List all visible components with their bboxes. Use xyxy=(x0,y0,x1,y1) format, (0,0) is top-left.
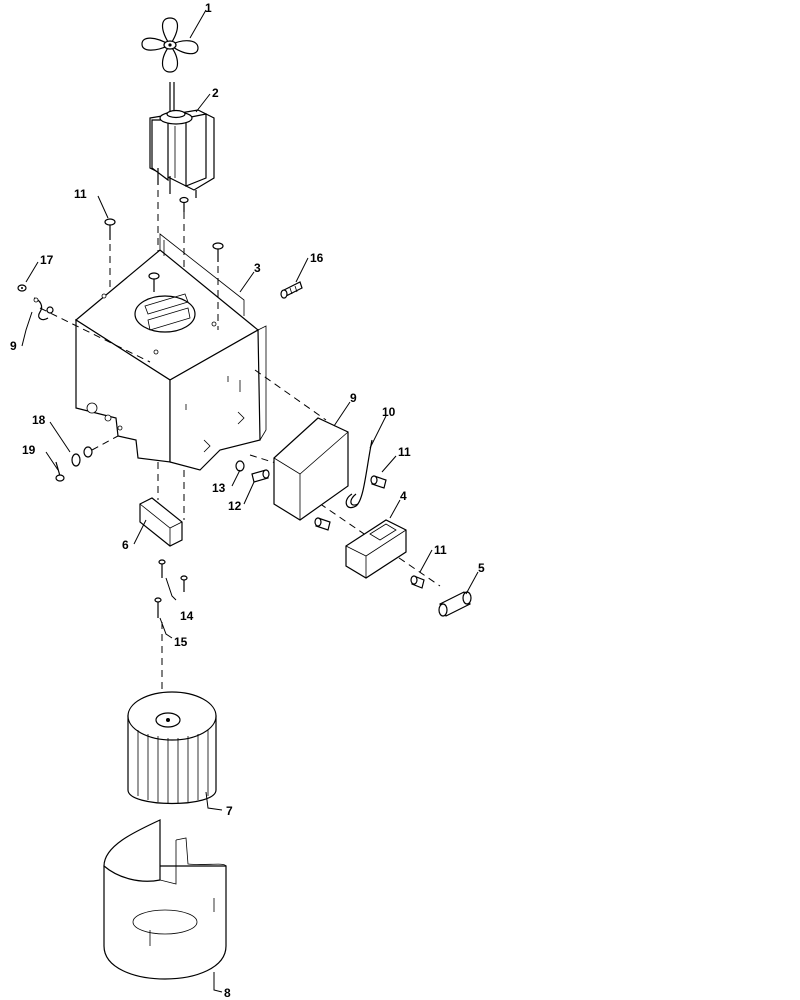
callout-4: 4 xyxy=(400,489,407,503)
part-1-fan-blade[interactable] xyxy=(141,17,199,73)
part-11-screw-top-left[interactable] xyxy=(104,218,116,290)
part-14-screw[interactable] xyxy=(158,559,188,592)
callout-9-wire: 9 xyxy=(10,339,17,353)
part-18-washer[interactable] xyxy=(71,435,119,467)
part-17-nut[interactable] xyxy=(17,284,27,292)
part-5-fuse[interactable] xyxy=(438,591,472,617)
part-10-wire-tie[interactable] xyxy=(345,439,373,509)
callout-11-top: 11 xyxy=(74,187,87,201)
part-8-blower-housing[interactable] xyxy=(103,819,227,980)
callout-19: 19 xyxy=(22,443,36,457)
part-2-fan-motor[interactable] xyxy=(149,82,215,198)
callout-17: 17 xyxy=(40,253,54,267)
callout-13: 13 xyxy=(212,481,226,495)
callout-6: 6 xyxy=(122,538,129,552)
part-9-wire-clip-left[interactable] xyxy=(33,297,54,321)
part-3-motor-bracket[interactable] xyxy=(74,233,267,471)
part-19-screw[interactable] xyxy=(55,461,65,482)
part-13-washer[interactable] xyxy=(235,460,245,472)
part-7-blower-wheel[interactable] xyxy=(127,691,217,805)
part-11-screw-lower[interactable] xyxy=(410,575,425,589)
callout-16: 16 xyxy=(310,251,324,265)
callout-8: 8 xyxy=(224,986,231,1000)
part-4-fuse-holder[interactable] xyxy=(345,519,407,579)
callout-10: 10 xyxy=(382,405,396,419)
part-screw-center[interactable] xyxy=(148,272,160,292)
part-11-screw-right[interactable] xyxy=(370,475,387,489)
part-16-screw[interactable] xyxy=(280,281,303,299)
callout-2: 2 xyxy=(212,86,219,100)
part-15-screw[interactable] xyxy=(154,597,163,700)
callout-leaders xyxy=(21,9,479,993)
callout-9-capacitor: 9 xyxy=(350,391,357,405)
callout-11-right: 11 xyxy=(398,445,411,459)
callout-1: 1 xyxy=(205,1,212,15)
part-12-screw[interactable] xyxy=(251,469,270,483)
part-screw-capacitor[interactable] xyxy=(314,517,331,531)
part-screw-motor-mount[interactable] xyxy=(212,242,224,330)
callout-11-lower: 11 xyxy=(434,543,447,557)
part-9-capacitor[interactable] xyxy=(273,417,349,521)
callout-18: 18 xyxy=(32,413,46,427)
callout-5: 5 xyxy=(478,561,485,575)
callout-labels: 1 2 3 4 5 6 7 8 9 9 10 11 11 11 12 13 14… xyxy=(10,1,485,1000)
callout-3: 3 xyxy=(254,261,261,275)
part-screw-motor-right[interactable] xyxy=(179,196,189,213)
part-6-bracket[interactable] xyxy=(139,497,183,547)
callout-15: 15 xyxy=(174,635,188,649)
callout-7: 7 xyxy=(226,804,233,818)
callout-14: 14 xyxy=(180,609,194,623)
callout-12: 12 xyxy=(228,499,242,513)
